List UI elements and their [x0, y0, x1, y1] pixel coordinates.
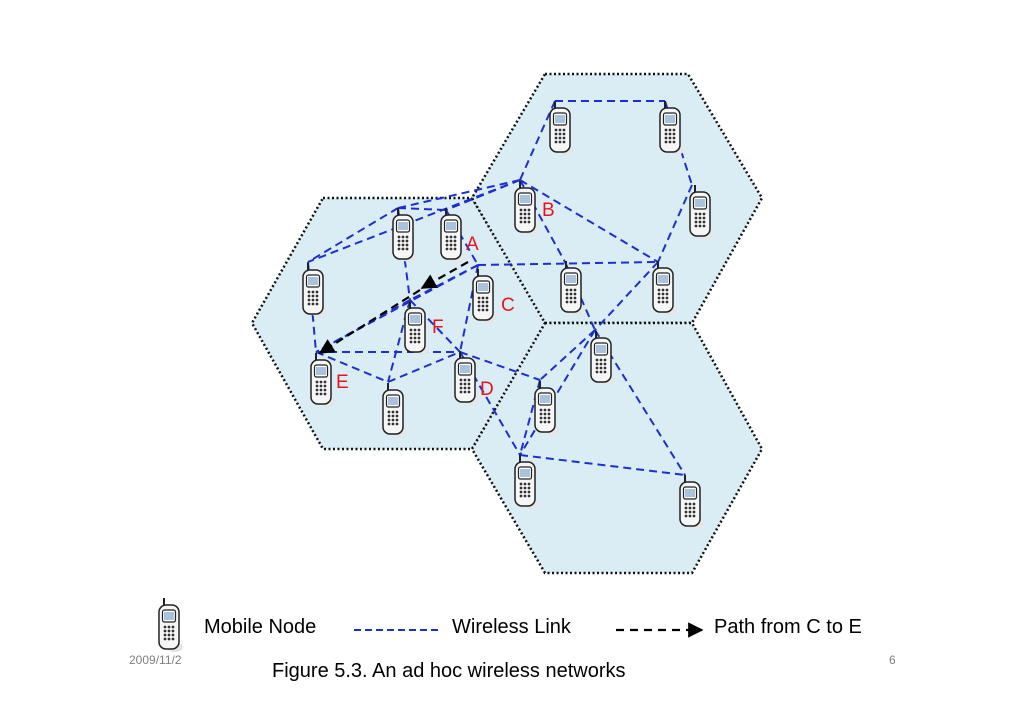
cell-top-right — [470, 72, 764, 325]
legend-mobile-node-label: Mobile Node — [204, 616, 317, 638]
node-label-c: C — [501, 295, 515, 316]
node-label-e: E — [336, 372, 349, 393]
figure-caption: Figure 5.3. An ad hoc wireless networks — [272, 660, 626, 682]
node-label-a: A — [466, 234, 479, 255]
legend-wireless-link-label: Wireless Link — [452, 616, 571, 638]
wireless-links — [307, 100, 693, 476]
legend-mobile-node-icon — [158, 597, 184, 653]
node-label-d: D — [480, 379, 494, 400]
page-number: 6 — [889, 653, 896, 667]
node-label-f: F — [432, 317, 444, 338]
path-c-to-e — [318, 261, 469, 354]
footer-date: 2009/11/2 — [129, 653, 182, 667]
node-label-b: B — [542, 200, 555, 221]
legend-path-label: Path from C to E — [714, 616, 862, 638]
